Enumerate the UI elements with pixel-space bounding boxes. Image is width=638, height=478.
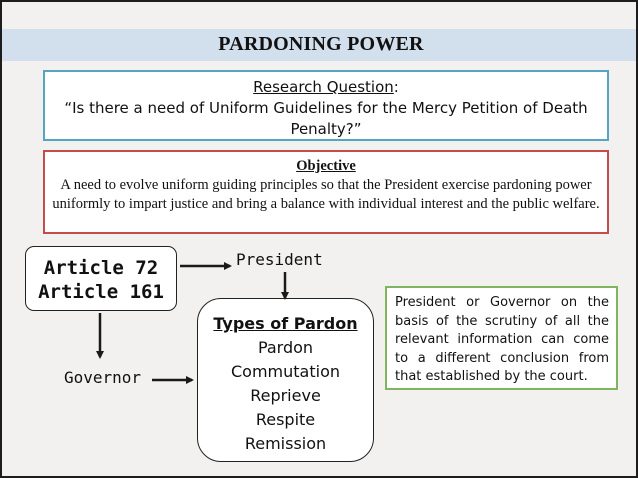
research-question-colon: : <box>393 78 399 96</box>
governor-label: Governor <box>64 368 142 387</box>
pardon-type-item: Pardon <box>257 338 314 357</box>
note-text: President or Governor on the basis of th… <box>395 295 609 384</box>
title-band <box>2 29 636 61</box>
research-question-label: Research Question <box>253 78 394 96</box>
pardon-type-item: Commutation <box>231 362 340 381</box>
pardon-type-item: Respite <box>255 410 316 429</box>
pardon-type-item: Remission <box>244 434 327 453</box>
objective-box: Objective A need to evolve uniform guidi… <box>43 150 609 234</box>
pardon-type-item: Reprieve <box>250 386 321 405</box>
note-box: President or Governor on the basis of th… <box>385 286 618 390</box>
research-question-box: Research Question: “Is there a need of U… <box>43 70 609 141</box>
article-161-label: Article 161 <box>38 281 164 303</box>
article-box: Article 72 Article 161 <box>25 246 177 311</box>
types-of-pardon-heading: Types of Pardon <box>213 314 358 333</box>
slide-title: PARDONING POWER <box>218 33 424 55</box>
article-72-label: Article 72 <box>43 257 159 279</box>
objective-text: A need to evolve uniform guiding princip… <box>52 177 600 212</box>
president-label: President <box>236 250 323 269</box>
objective-label: Objective <box>296 158 356 174</box>
research-question-text: “Is there a need of Uniform Guidelines f… <box>64 99 588 138</box>
